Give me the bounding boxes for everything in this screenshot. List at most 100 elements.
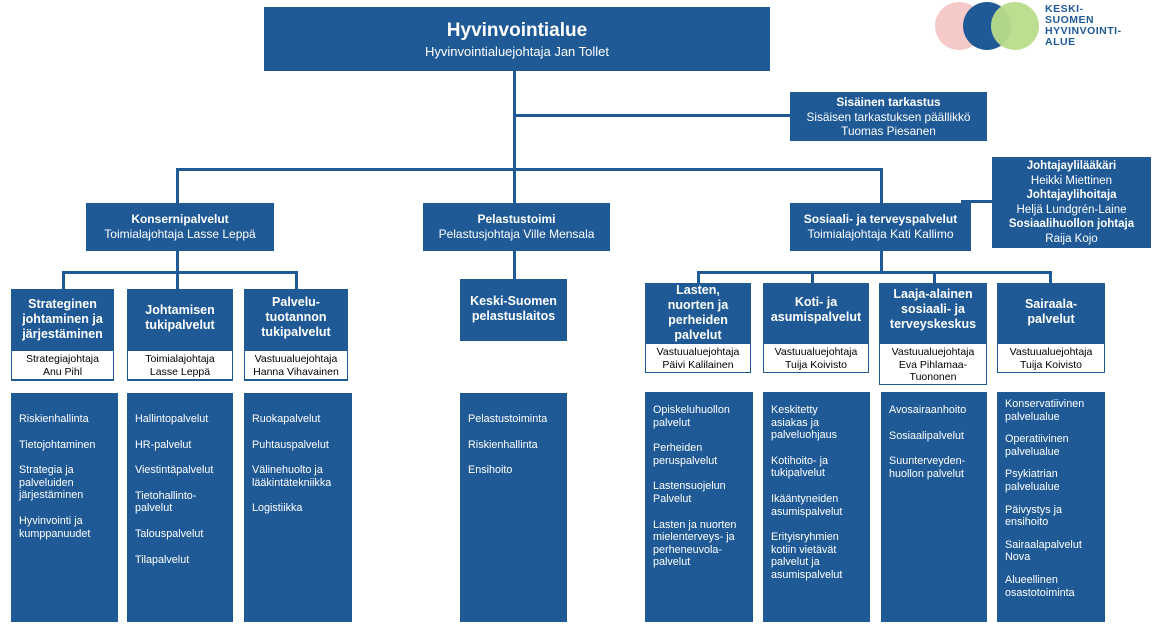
- unit-manager-lasten: Vastuualuejohtaja Päivi Kalilainen: [645, 343, 751, 373]
- list-item: Ensihoito: [468, 464, 513, 477]
- list-item: Riskienhallinta: [468, 438, 538, 451]
- connector-line: [513, 168, 516, 204]
- logo-line: KESKI-: [1045, 3, 1084, 15]
- unit-title: Laaja-alainen sosiaali- ja terveyskeskus: [889, 287, 977, 331]
- connector-line: [176, 168, 179, 204]
- list-item: Lastensuojelun Palvelut: [653, 480, 726, 505]
- list-item: Ikääntyneiden asumispalvelut: [771, 492, 843, 518]
- list-item: Erityisryhmien kotiin vietävät palvelut …: [771, 531, 843, 581]
- unit-title: Sairaala- palvelut: [1024, 297, 1078, 326]
- list-item: Opiskeluhuollon palvelut: [653, 404, 730, 429]
- list-item: Hallintopalvelut: [135, 413, 209, 425]
- unit-list-pel: Pelastustoiminta Riskienhallinta Ensihoi…: [460, 393, 567, 622]
- audit-title: Sisäinen tarkastus: [836, 95, 941, 109]
- division-sote: Sosiaali- ja terveyspalvelut Toimialajoh…: [790, 203, 971, 251]
- connector-line: [880, 251, 883, 273]
- logo-text: KESKI- SUOMEN HYVINVOINTI- ALUE: [1045, 4, 1122, 48]
- unit-manager-koti: Vastuualuejohtaja Tuija Koivisto: [763, 343, 869, 373]
- unit-list-laaja: Avosairaanhoito Sosiaalipalvelut Suunter…: [881, 392, 987, 622]
- top-subtitle: Hyvinvointialuejohtaja Jan Tollet: [424, 44, 610, 59]
- unit-list-sair: Konservatiivinen palvelualue Operatiivin…: [997, 392, 1105, 622]
- list-item: Lasten ja nuorten mielenterveys- ja perh…: [653, 518, 737, 569]
- connector-line: [1049, 271, 1052, 283]
- chief-name-1: Heikki Miettinen: [1030, 174, 1113, 187]
- division-title: Konsernipalvelut: [131, 212, 229, 226]
- connector-line: [880, 168, 883, 204]
- list-item: Avosairaanhoito: [889, 404, 967, 416]
- list-item: Konservatiivinen palvelualue: [1005, 398, 1085, 423]
- list-item: Logistiikka: [252, 502, 303, 515]
- list-item: Päivystys ja ensihoito: [1005, 503, 1062, 529]
- division-subtitle: Toimialajohtaja Lasse Leppä: [104, 227, 256, 241]
- list-item: Operatiivinen palvelualue: [1005, 433, 1069, 458]
- connector-line: [697, 271, 1052, 274]
- unit-title: Strateginen johtaminen ja järjestäminen: [22, 297, 103, 341]
- list-item: Tilapalvelut: [135, 553, 190, 566]
- list-item: Tietojohtaminen: [19, 438, 96, 451]
- logo-circle-green-icon: [991, 2, 1039, 50]
- list-item: Keskitetty asiakas ja palveluohjaus: [771, 404, 838, 442]
- division-subtitle: Toimialajohtaja Kati Kallimo: [807, 227, 954, 241]
- unit-manager-laaja: Vastuualuejohtaja Eva Pihlamaa- Tuononen: [879, 343, 987, 385]
- logo: KESKI- SUOMEN HYVINVOINTI- ALUE: [935, 2, 1145, 50]
- connector-line: [62, 271, 65, 289]
- list-item: Perheiden peruspalvelut: [653, 442, 718, 467]
- connector-line: [176, 168, 882, 171]
- logo-line: HYVINVOINTI-: [1045, 25, 1122, 37]
- unit-list-lasten: Opiskeluhuollon palvelut Perheiden perus…: [645, 392, 753, 622]
- connector-line: [295, 271, 298, 289]
- list-item: Psykiatrian palvelualue: [1005, 468, 1060, 493]
- chief-title-2: Johtajaylihoitaja: [1026, 189, 1117, 201]
- division-title: Pelastustoimi: [477, 212, 556, 226]
- connector-line: [513, 114, 791, 117]
- audit-line1: Sisäisen tarkastuksen päällikkö: [806, 109, 971, 124]
- unit-list-joht: Hallintopalvelut HR-palvelut Viestintäpa…: [127, 393, 233, 622]
- division-title: Sosiaali- ja terveyspalvelut: [803, 212, 958, 226]
- unit-list-strat: Riskienhallinta Tietojohtaminen Strategi…: [11, 393, 118, 622]
- list-item: Suunterveyden- huollon palvelut: [889, 455, 966, 480]
- division-subtitle: Pelastusjohtaja Ville Mensala: [438, 227, 595, 241]
- chief-title-3: Sosiaalihuollon johtaja: [1008, 218, 1135, 230]
- chief-name-2: Heljä Lundgrén-Laine: [1016, 203, 1127, 216]
- list-item: Sosiaalipalvelut: [889, 429, 965, 442]
- audit-box: Sisäinen tarkastus Sisäisen tarkastuksen…: [790, 92, 987, 141]
- division-pelastus: Pelastustoimi Pelastusjohtaja Ville Mens…: [423, 203, 610, 251]
- unit-title: Palvelu- tuotannon tukipalvelut: [261, 295, 331, 339]
- list-item: Sairaalapalvelut Nova: [1005, 538, 1082, 564]
- chiefs-box: Johtajaylilääkäri Heikki Miettinen Johta…: [992, 157, 1151, 248]
- list-item: Puhtauspalvelut: [252, 438, 329, 451]
- unit-manager-joht: Toimialajohtaja Lasse Leppä: [127, 350, 233, 380]
- chief-title-1: Johtajaylilääkäri: [1026, 160, 1117, 172]
- list-item: Ruokapalvelut: [252, 413, 321, 425]
- list-item: Strategia ja palveluiden järjestäminen: [19, 464, 84, 502]
- list-item: Kotihoito- ja tukipalvelut: [771, 454, 829, 480]
- connector-line: [513, 251, 516, 279]
- list-item: Tietohallinto- palvelut: [135, 489, 197, 515]
- division-konserni: Konsernipalvelut Toimialajohtaja Lasse L…: [86, 203, 274, 251]
- unit-title: Koti- ja asumispalvelut: [770, 295, 862, 324]
- unit-list-palv: Ruokapalvelut Puhtauspalvelut Välinehuol…: [244, 393, 352, 622]
- connector-line: [933, 271, 936, 283]
- logo-line: SUOMEN: [1045, 14, 1095, 26]
- list-item: Talouspalvelut: [135, 527, 204, 540]
- connector-line: [176, 271, 179, 289]
- connector-line: [513, 71, 516, 172]
- connector-line: [176, 251, 179, 273]
- list-item: Pelastustoiminta: [468, 413, 548, 425]
- list-item: Viestintäpalvelut: [135, 464, 214, 477]
- top-box: Hyvinvointialue Hyvinvointialuejohtaja J…: [264, 7, 770, 71]
- list-item: Välinehuolto ja lääkintätekniikka: [252, 464, 332, 489]
- connector-line: [62, 271, 298, 274]
- unit-list-koti: Keskitetty asiakas ja palveluohjaus Koti…: [763, 392, 870, 622]
- list-item: Riskienhallinta: [19, 413, 89, 425]
- list-item: HR-palvelut: [135, 438, 192, 451]
- list-item: Hyvinvointi ja kumppanuudet: [19, 514, 91, 540]
- unit-header-pel: Keski-Suomen pelastuslaitos: [460, 279, 567, 341]
- unit-title: Johtamisen tukipalvelut: [145, 303, 215, 332]
- connector-line: [961, 200, 993, 203]
- top-title: Hyvinvointialue: [446, 20, 588, 41]
- chief-name-3: Raija Kojo: [1045, 232, 1098, 245]
- connector-line: [697, 271, 700, 283]
- audit-line2: Tuomas Piesanen: [841, 124, 936, 138]
- unit-manager-palv: Vastuualuejohtaja Hanna Vihavainen: [244, 350, 348, 380]
